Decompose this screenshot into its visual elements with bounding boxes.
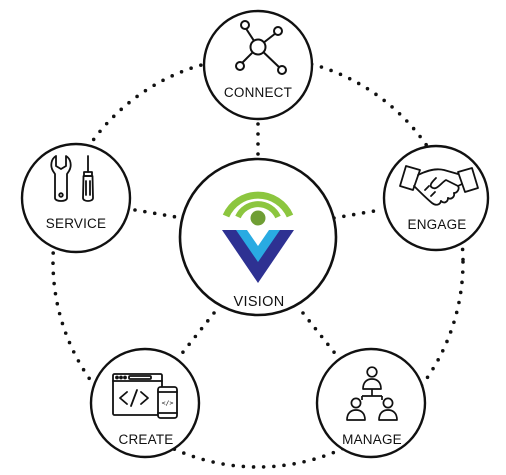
node-engage: ENGAGE <box>382 144 490 252</box>
logo-chevron-cut <box>247 230 269 246</box>
node-create: </> CREATE <box>89 347 201 459</box>
wrench-screwdriver-icon <box>50 155 94 202</box>
node-manage: MANAGE <box>315 347 427 459</box>
spokes <box>133 122 382 368</box>
code-window-phone-icon: </> <box>112 373 178 419</box>
logo-outer-arc <box>222 191 294 218</box>
hub-label: VISION <box>234 294 285 310</box>
node-create-label: CREATE <box>119 432 174 447</box>
node-manage-label: MANAGE <box>342 432 402 447</box>
node-connect: CONNECT <box>202 9 314 121</box>
spoke-manage <box>301 311 347 368</box>
node-service-circle <box>20 142 132 254</box>
network-nodes-icon <box>235 20 287 75</box>
logo-inner-arc <box>235 201 281 219</box>
spoke-create <box>170 311 216 368</box>
node-engage-label: ENGAGE <box>408 217 467 232</box>
spoke-engage <box>332 208 382 220</box>
node-manage-circle <box>315 347 427 459</box>
logo-dot <box>250 210 266 226</box>
vision-logo <box>222 191 294 283</box>
spoke-service <box>133 208 184 220</box>
org-chart-people-icon <box>346 366 398 421</box>
node-service-label: SERVICE <box>46 216 106 231</box>
svg-text:</>: </> <box>162 399 174 407</box>
node-engage-circle <box>382 144 490 252</box>
outer-dotted-ring <box>51 55 465 469</box>
node-connect-circle <box>202 9 314 121</box>
node-service: SERVICE <box>20 142 132 254</box>
node-connect-label: CONNECT <box>224 85 292 100</box>
hub-vision: VISION <box>178 157 338 317</box>
handshake-icon <box>399 165 479 206</box>
